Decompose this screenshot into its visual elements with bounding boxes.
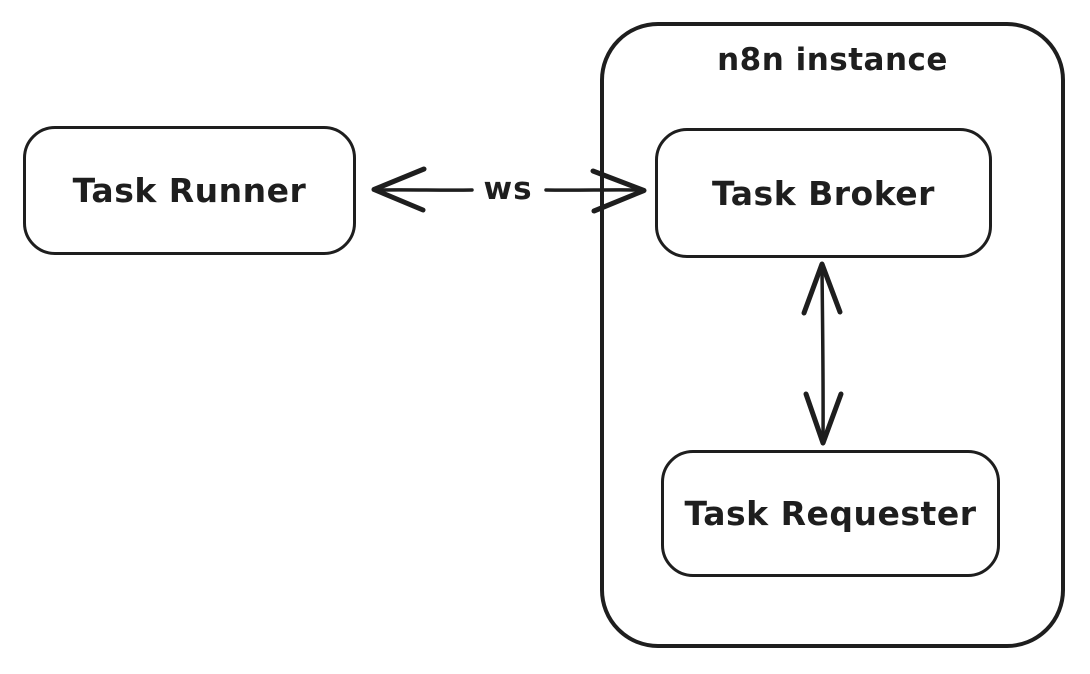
task-requester-node: Task Requester xyxy=(661,450,1000,577)
task-broker-label: Task Broker xyxy=(712,173,935,213)
n8n-instance-label: n8n instance xyxy=(717,42,948,78)
task-runner-node: Task Runner xyxy=(23,126,356,255)
task-requester-label: Task Requester xyxy=(684,494,977,533)
task-runner-label: Task Runner xyxy=(72,171,307,210)
task-broker-node: Task Broker xyxy=(655,128,992,258)
ws-edge-label: ws xyxy=(483,171,533,207)
